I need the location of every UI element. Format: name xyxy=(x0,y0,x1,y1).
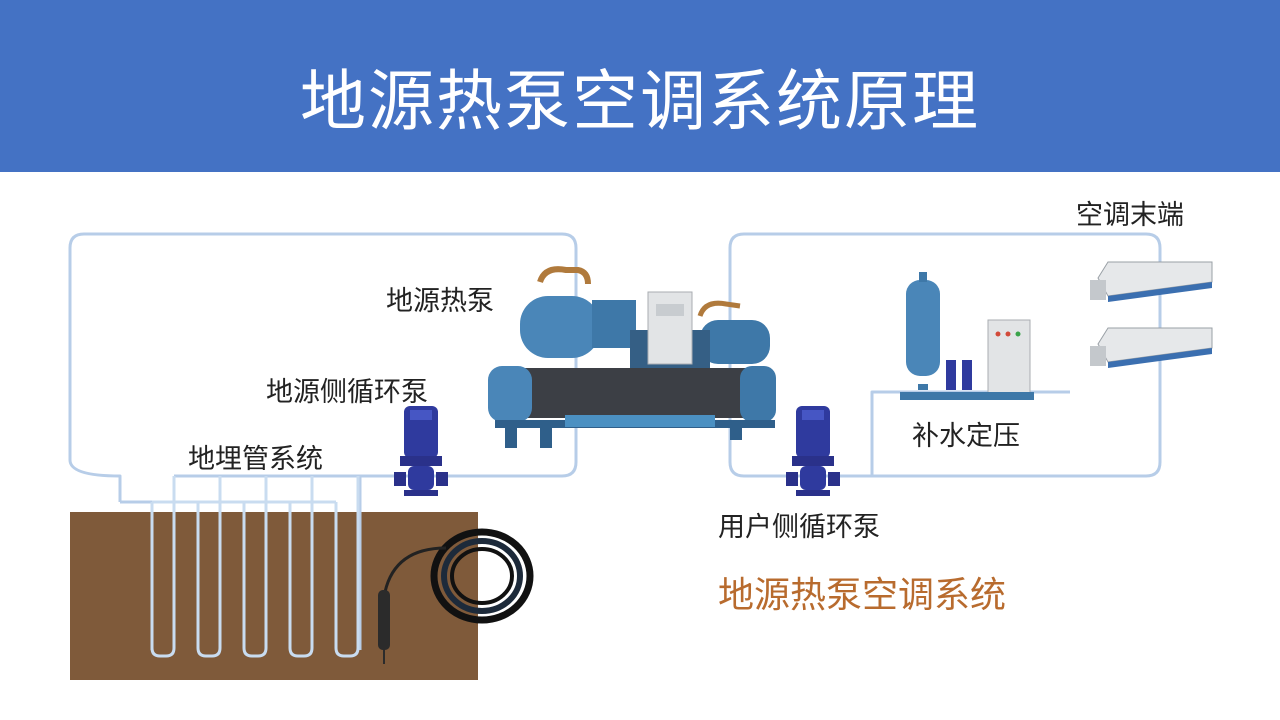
ground-loop-pipes xyxy=(150,476,360,658)
label-makeup-water: 补水定压 xyxy=(912,421,1020,452)
soil-block xyxy=(70,512,478,680)
source-side-pump xyxy=(394,406,448,496)
makeup-water-unit xyxy=(900,272,1034,400)
diagram-caption: 地源热泵空调系统 xyxy=(718,575,1007,616)
label-heat-pump: 地源热泵 xyxy=(386,286,494,317)
label-ground-loop: 地埋管系统 xyxy=(188,444,323,475)
label-user-pump: 用户侧循环泵 xyxy=(718,512,880,543)
label-source-pump: 地源侧循环泵 xyxy=(266,377,428,408)
ac-terminal-unit-1 xyxy=(1090,261,1213,302)
user-side-pump xyxy=(786,406,840,496)
ac-terminal-unit-2 xyxy=(1090,327,1213,368)
title-banner: 地源热泵空调系统原理 xyxy=(0,0,1280,172)
sensor-cable-coil xyxy=(378,528,534,664)
page-title: 地源热泵空调系统原理 xyxy=(300,63,980,140)
heat-pump-unit xyxy=(488,266,776,448)
label-terminal: 空调末端 xyxy=(1076,200,1184,231)
